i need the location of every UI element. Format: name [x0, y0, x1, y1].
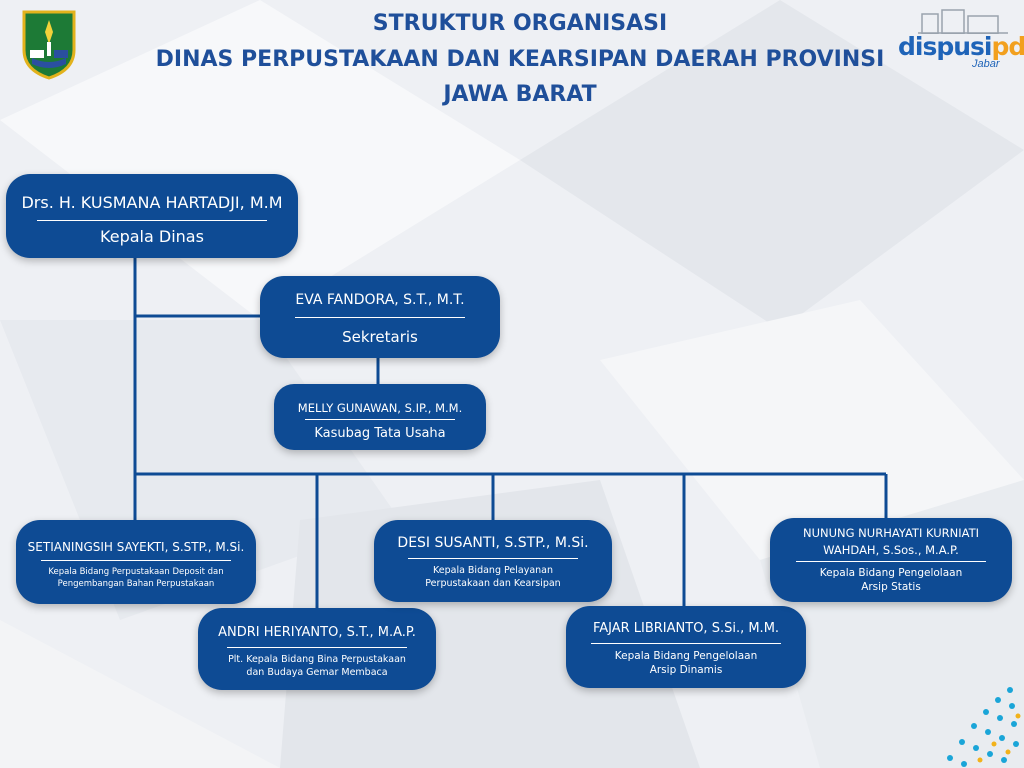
node-role: Kasubag Tata Usaha — [314, 426, 446, 441]
node-kepala-dinas: Drs. H. KUSMANA HARTADJI, M.M Kepala Din… — [6, 174, 298, 258]
node-name-line1: NUNUNG NURHAYATI KURNIATI — [802, 526, 980, 540]
node-role-line1: Kepala Bidang Pengelolaan — [819, 567, 963, 579]
node-sekretaris: EVA FANDORA, S.T., M.T. Sekretaris — [260, 276, 500, 358]
node-bidang-bina-perpustakaan: ANDRI HERIYANTO, S.T., M.A.P. Plt. Kepal… — [198, 608, 436, 690]
node-role-line1: Kepala Bidang Pengelolaan — [614, 650, 758, 662]
node-role-line2: Perpustakaan dan Kearsipan — [425, 578, 561, 589]
node-divider — [227, 647, 407, 648]
node-bidang-deposit: SETIANINGSIH SAYEKTI, S.STP., M.Si. Kepa… — [16, 520, 256, 604]
node-name: DESI SUSANTI, S.STP., M.Si. — [397, 535, 589, 551]
logo-subtext: Jabar — [972, 58, 1000, 70]
node-name: MELLY GUNAWAN, S.IP., M.M. — [297, 401, 463, 415]
node-divider — [408, 558, 578, 559]
node-kasubag-tata-usaha: MELLY GUNAWAN, S.IP., M.M. Kasubag Tata … — [274, 384, 486, 450]
page-title-line3: JAWA BARAT — [443, 82, 597, 107]
node-bidang-arsip-dinamis: FAJAR LIBRIANTO, S.Si., M.M. Kepala Bida… — [566, 606, 806, 688]
node-role: Kepala Dinas — [100, 227, 204, 246]
node-divider — [295, 317, 465, 318]
node-role-line2: dan Budaya Gemar Membaca — [246, 667, 388, 678]
node-name: ANDRI HERIYANTO, S.T., M.A.P. — [218, 625, 416, 640]
node-bidang-pelayanan: DESI SUSANTI, S.STP., M.Si. Kepala Bidan… — [374, 520, 612, 602]
node-divider — [37, 220, 267, 221]
node-name: FAJAR LIBRIANTO, S.Si., M.M. — [592, 621, 780, 636]
node-divider — [796, 561, 986, 562]
node-name-line2: WAHDAH, S.Sos., M.A.P. — [823, 543, 959, 557]
node-bidang-arsip-statis: NUNUNG NURHAYATI KURNIATI WAHDAH, S.Sos.… — [770, 518, 1012, 602]
page-title-line1: STRUKTUR ORGANISASI — [372, 11, 668, 36]
node-role-line2: Pengembangan Bahan Perpustakaan — [57, 579, 215, 589]
node-divider — [591, 643, 781, 644]
node-divider — [41, 560, 231, 561]
building-icon — [918, 9, 1008, 34]
west-java-emblem-icon — [22, 10, 76, 80]
logo-wordmark: dispusipda — [898, 32, 1024, 61]
node-divider — [305, 419, 455, 420]
dispusipda-logo: dispusipda Jabar — [898, 8, 1024, 70]
node-name: SETIANINGSIH SAYEKTI, S.STP., M.Si. — [27, 540, 245, 554]
node-role-line1: Kepala Bidang Perpustakaan Deposit dan — [48, 567, 224, 577]
node-role: Sekretaris — [342, 328, 418, 346]
node-name: Drs. H. KUSMANA HARTADJI, M.M — [21, 193, 283, 212]
node-role-line1: Kepala Bidang Pelayanan — [432, 565, 554, 576]
node-name: EVA FANDORA, S.T., M.T. — [295, 292, 465, 308]
node-role-line1: Plt. Kepala Bidang Bina Perpustakaan — [228, 654, 406, 665]
page-title-line2: DINAS PERPUSTAKAAN DAN KEARSIPAN DAERAH … — [155, 47, 885, 72]
node-role-line2: Arsip Statis — [861, 581, 921, 593]
node-role-line2: Arsip Dinamis — [649, 664, 723, 676]
